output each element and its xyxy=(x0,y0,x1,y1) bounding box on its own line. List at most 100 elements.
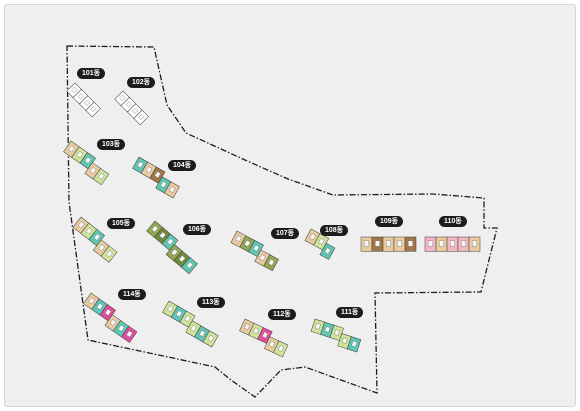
building-label-109[interactable]: 109동 xyxy=(375,216,404,227)
unit-core xyxy=(364,240,369,247)
building-label-108[interactable]: 108동 xyxy=(320,225,349,236)
unit-core xyxy=(318,237,325,245)
building-label-111[interactable]: 111동 xyxy=(336,307,364,318)
unit-core xyxy=(85,227,93,235)
unit-core xyxy=(235,235,242,242)
unit-core xyxy=(125,101,132,108)
unit-core xyxy=(169,186,176,193)
unit-core xyxy=(90,106,97,113)
unit-core xyxy=(243,323,251,330)
building-107-footprint[interactable] xyxy=(228,230,281,272)
unit-core xyxy=(315,323,321,330)
building-label-106[interactable]: 106동 xyxy=(183,224,212,235)
unit-core xyxy=(428,240,433,247)
site-plan-map xyxy=(60,45,498,398)
building-label-105[interactable]: 105동 xyxy=(107,218,136,229)
unit-core xyxy=(71,86,78,94)
unit-core xyxy=(375,240,380,247)
unit-core xyxy=(397,240,402,247)
unit-core xyxy=(439,240,444,247)
unit-core xyxy=(97,172,105,180)
unit-core xyxy=(262,331,269,339)
unit-core xyxy=(167,305,174,313)
unit-core xyxy=(117,324,125,332)
building-106-footprint[interactable] xyxy=(143,220,201,275)
building-label-113[interactable]: 113동 xyxy=(197,297,225,308)
unit-core xyxy=(119,94,126,102)
building-103-footprint[interactable] xyxy=(60,140,112,186)
unit-core xyxy=(88,297,95,305)
unit-core xyxy=(171,248,178,256)
unit-core xyxy=(77,221,85,229)
building-114-footprint[interactable] xyxy=(80,292,140,343)
unit-core xyxy=(199,330,206,337)
unit-core xyxy=(334,329,340,336)
site-plan-frame: 101동 102동 103동 104동 105동 106동 107동 108동 … xyxy=(4,4,576,407)
building-101-footprint[interactable] xyxy=(66,82,101,118)
unit-core xyxy=(472,240,477,247)
unit-core xyxy=(84,99,91,106)
unit-core xyxy=(138,114,145,121)
building-113-footprint[interactable] xyxy=(160,300,221,348)
building-label-102[interactable]: 102동 xyxy=(127,77,156,88)
unit-core xyxy=(461,240,466,247)
building-110-footprint[interactable] xyxy=(424,236,481,252)
unit-core xyxy=(244,239,251,247)
building-label-104[interactable]: 104동 xyxy=(168,160,197,171)
building-label-114[interactable]: 114동 xyxy=(118,289,146,300)
unit-core xyxy=(253,244,260,252)
unit-core xyxy=(175,310,183,318)
unit-core xyxy=(68,145,75,153)
unit-core xyxy=(77,93,84,100)
unit-core xyxy=(89,167,97,174)
building-109-footprint[interactable] xyxy=(360,236,417,252)
unit-core xyxy=(408,240,413,247)
unit-core xyxy=(207,335,215,342)
building-label-103[interactable]: 103동 xyxy=(97,139,126,150)
unit-core xyxy=(109,319,117,326)
unit-core xyxy=(386,240,391,247)
building-label-101[interactable]: 101동 xyxy=(77,68,106,79)
unit-core xyxy=(351,340,358,348)
unit-core xyxy=(450,240,455,247)
unit-core xyxy=(324,247,331,255)
unit-core xyxy=(96,303,104,310)
unit-core xyxy=(84,156,92,164)
building-105-footprint[interactable] xyxy=(70,216,121,263)
unit-core xyxy=(324,326,331,333)
unit-core xyxy=(186,261,194,269)
building-112-footprint[interactable] xyxy=(237,318,290,358)
unit-core xyxy=(268,340,275,348)
unit-core xyxy=(309,233,316,240)
unit-core xyxy=(160,181,167,188)
building-102-footprint[interactable] xyxy=(114,90,149,126)
unit-core xyxy=(76,151,84,158)
unit-core xyxy=(154,171,161,179)
building-111-footprint[interactable] xyxy=(309,318,362,353)
unit-core xyxy=(98,244,105,252)
unit-core xyxy=(151,225,159,233)
site-boundary xyxy=(66,45,498,398)
unit-core xyxy=(341,337,348,344)
building-108-footprint[interactable] xyxy=(302,228,337,260)
unit-core xyxy=(126,330,133,338)
building-label-112[interactable]: 112동 xyxy=(268,309,296,320)
unit-core xyxy=(190,325,197,332)
unit-core xyxy=(132,107,139,114)
building-label-110[interactable]: 110동 xyxy=(439,216,467,227)
unit-core xyxy=(178,255,186,263)
unit-core xyxy=(145,166,153,174)
unit-core xyxy=(106,250,113,258)
building-label-107[interactable]: 107동 xyxy=(271,228,300,239)
unit-core xyxy=(137,161,144,169)
unit-core xyxy=(259,254,266,261)
unit-core xyxy=(104,308,112,316)
building-104-footprint[interactable] xyxy=(130,156,183,199)
unit-core xyxy=(166,238,174,246)
unit-core xyxy=(268,258,275,266)
unit-core xyxy=(93,233,101,241)
unit-core xyxy=(277,345,284,352)
unit-core xyxy=(184,315,191,323)
unit-core xyxy=(159,231,166,239)
unit-core xyxy=(252,327,260,335)
